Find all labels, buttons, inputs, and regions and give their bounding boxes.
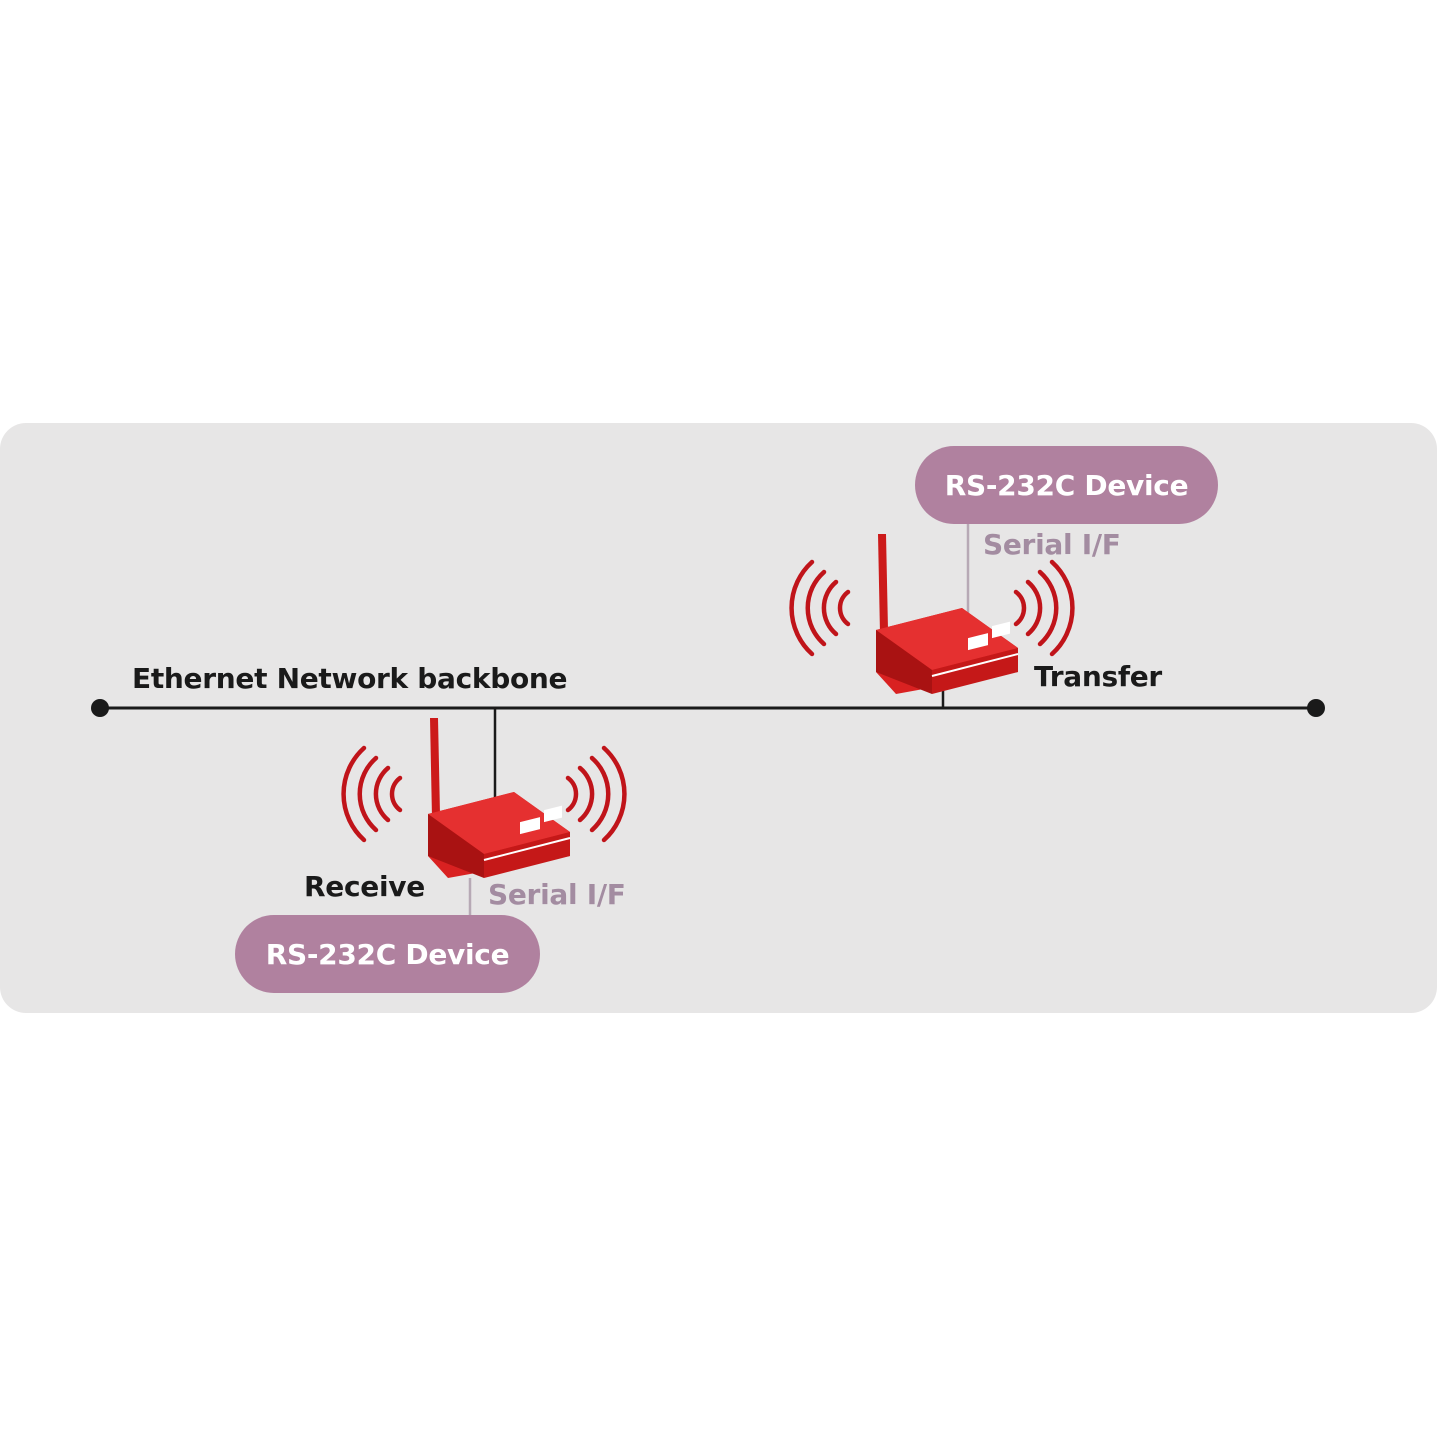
receive-role-label: Receive [304, 870, 425, 903]
receive-left-signal-icon [341, 745, 403, 843]
transfer-right-signal-icon [1013, 559, 1075, 657]
transfer-role-label: Transfer [1034, 660, 1162, 693]
transfer-device-pill: RS-232C Device [915, 446, 1218, 524]
backbone-left-endpoint [91, 699, 109, 717]
backbone-right-endpoint [1307, 699, 1325, 717]
receive-device-label: RS-232C Device [265, 937, 510, 971]
transfer-interface-label: Serial I/F [983, 528, 1121, 561]
diagram-panel [0, 423, 1437, 1013]
receive-interface-label: Serial I/F [488, 878, 626, 911]
transfer-device-label: RS-232C Device [944, 468, 1189, 502]
transfer-router-icon [876, 534, 1019, 694]
backbone-label: Ethernet Network backbone [132, 662, 568, 695]
receive-device-pill: RS-232C Device [235, 915, 540, 993]
receive-right-signal-icon [565, 745, 627, 843]
transfer-left-signal-icon [789, 559, 851, 657]
receive-router-icon [428, 718, 571, 878]
